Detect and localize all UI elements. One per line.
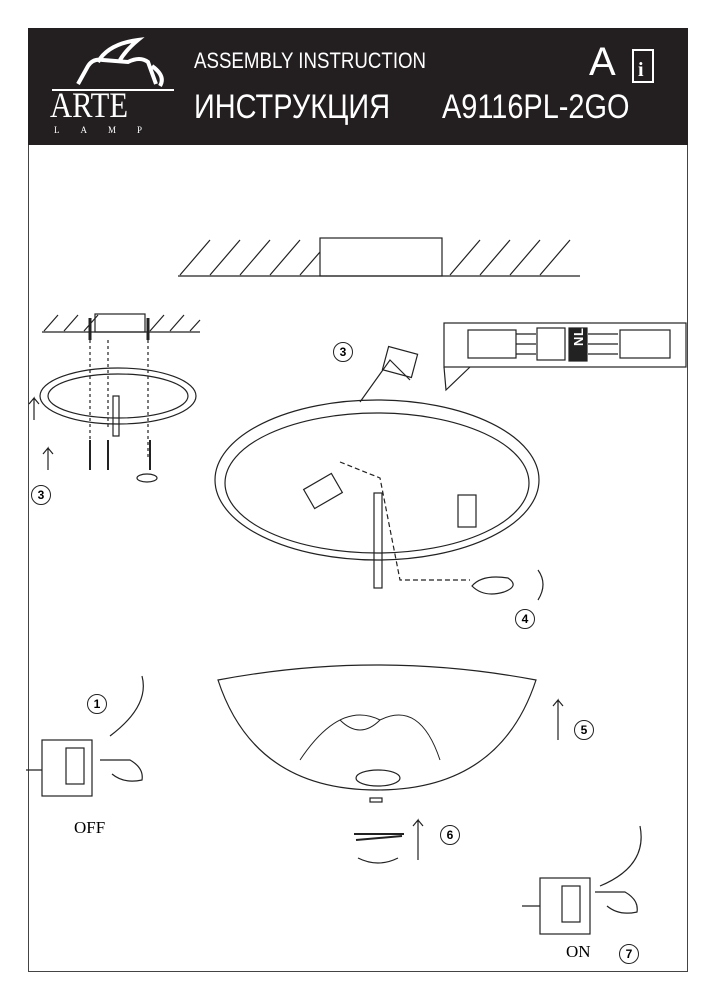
step-1-marker: 1 xyxy=(87,694,107,714)
step-5-marker: 5 xyxy=(574,720,594,740)
off-label: OFF xyxy=(74,818,106,837)
step-6-marker: 6 xyxy=(440,825,460,845)
mounting-plate-drawing xyxy=(28,313,201,483)
title-russian: ИНСТРУКЦИЯ xyxy=(194,88,391,126)
step-4-marker: 4 xyxy=(515,609,535,629)
title-english: ASSEMBLY INSTRUCTION xyxy=(194,48,427,73)
brand-logo-subtext: LAMP xyxy=(54,125,164,135)
lion-logo-icon xyxy=(52,37,174,91)
switch-on-drawing xyxy=(522,825,642,935)
brand-logo-text: ARTE xyxy=(50,85,129,125)
ceiling-mount-drawing xyxy=(178,237,580,277)
glass-shade-drawing xyxy=(217,664,564,864)
step-7-marker: 7 xyxy=(619,944,639,964)
model-number: A9116PL-2GO xyxy=(442,88,630,126)
wiring-diagram: N L xyxy=(443,322,687,392)
step-3-marker: 3 xyxy=(31,485,51,505)
header: ARTE LAMP ASSEMBLY INSTRUCTION ИНСТРУКЦИ… xyxy=(28,28,688,145)
language-mark: A xyxy=(589,40,616,84)
fixture-base-drawing xyxy=(214,345,544,601)
on-label: ON xyxy=(566,942,591,961)
svg-text:i: i xyxy=(638,59,644,81)
neutral-label: N xyxy=(571,337,586,346)
switch-off-drawing xyxy=(26,675,144,797)
step-3-marker-wiring: 3 xyxy=(333,342,353,362)
manual-info-icon: i xyxy=(632,49,654,83)
live-label: L xyxy=(571,328,586,336)
